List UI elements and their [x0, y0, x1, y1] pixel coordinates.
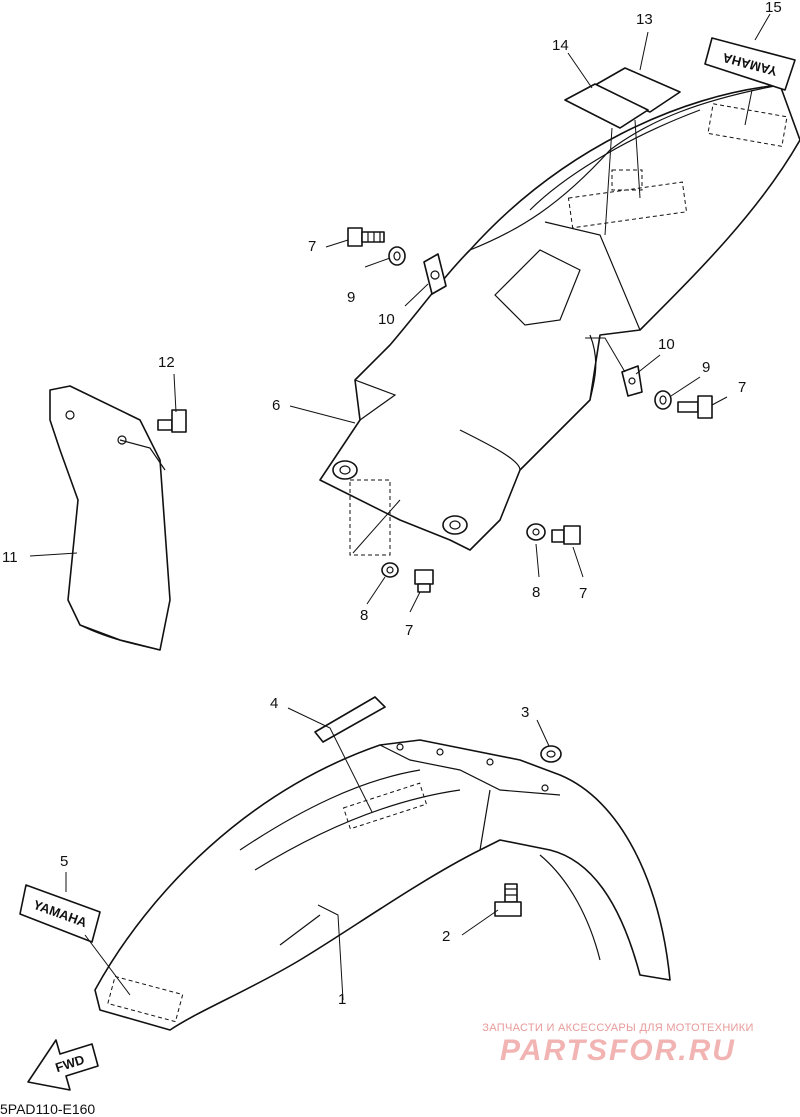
callout-10-upper-left: 10: [378, 311, 395, 328]
callout-8-center: 8: [532, 584, 540, 601]
front-fender: [94, 739, 671, 1031]
callout-numbers: 1 2 3 4 5 6 7 7 7 7 8 8 9 9 10 10 11 12 …: [2, 0, 782, 1008]
callout-15: 15: [765, 0, 782, 16]
decal-5-yamaha: YAMAHA: [19, 884, 101, 943]
callout-10-right: 10: [658, 336, 675, 353]
watermark-brand: PARTSFOR.RU: [500, 1034, 736, 1067]
rear-fender: [319, 84, 800, 556]
callout-7-right: 7: [738, 379, 746, 396]
bolt-7-right: [677, 395, 713, 419]
watermark-subtitle: ЗАПЧАСТИ И АКСЕССУАРЫ ДЛЯ МОТОТЕХНИКИ: [482, 1022, 754, 1034]
callout-9-right: 9: [702, 359, 710, 376]
decal-4: [314, 696, 386, 743]
callout-14: 14: [552, 37, 569, 54]
mud-flap: [49, 385, 171, 651]
callout-2: 2: [442, 928, 450, 945]
nut-10-upper-left: [423, 253, 447, 295]
decal-15-yamaha: YAMAHA: [704, 37, 796, 91]
leader-lines: [29, 13, 771, 1001]
callout-3: 3: [521, 704, 529, 721]
callout-5: 5: [60, 853, 68, 870]
washer-9-right: [654, 390, 672, 410]
bolt-2: [494, 883, 522, 917]
diagram-code: 5PAD110-E160: [0, 1101, 96, 1117]
callout-6: 6: [272, 397, 280, 414]
callout-12: 12: [158, 354, 175, 371]
callout-7-upper-left: 7: [308, 238, 316, 255]
washer-9-upper-left: [388, 246, 406, 266]
nut-10-right: [621, 365, 643, 397]
callout-7-lower: 7: [405, 622, 413, 639]
callout-8-lower: 8: [360, 607, 368, 624]
bolt-7-lower: [414, 569, 434, 593]
washer-8-center: [526, 523, 546, 541]
callout-9-upper-left: 9: [347, 289, 355, 306]
bolt-7-center: [551, 525, 581, 545]
bolt-12: [157, 409, 187, 433]
decal-14: [564, 83, 649, 129]
callout-7-center: 7: [579, 585, 587, 602]
callout-4: 4: [270, 695, 278, 712]
callout-1: 1: [338, 991, 346, 1008]
watermark: ЗАПЧАСТИ И АКСЕССУАРЫ ДЛЯ МОТОТЕХНИКИ PA…: [458, 1022, 778, 1068]
washer-8-lower: [381, 562, 399, 578]
fwd-arrow: FWD: [27, 1039, 99, 1091]
callout-11: 11: [2, 549, 18, 566]
bolt-7-upper-left: [347, 227, 385, 247]
callout-13: 13: [636, 11, 653, 28]
collar-3: [540, 745, 562, 763]
